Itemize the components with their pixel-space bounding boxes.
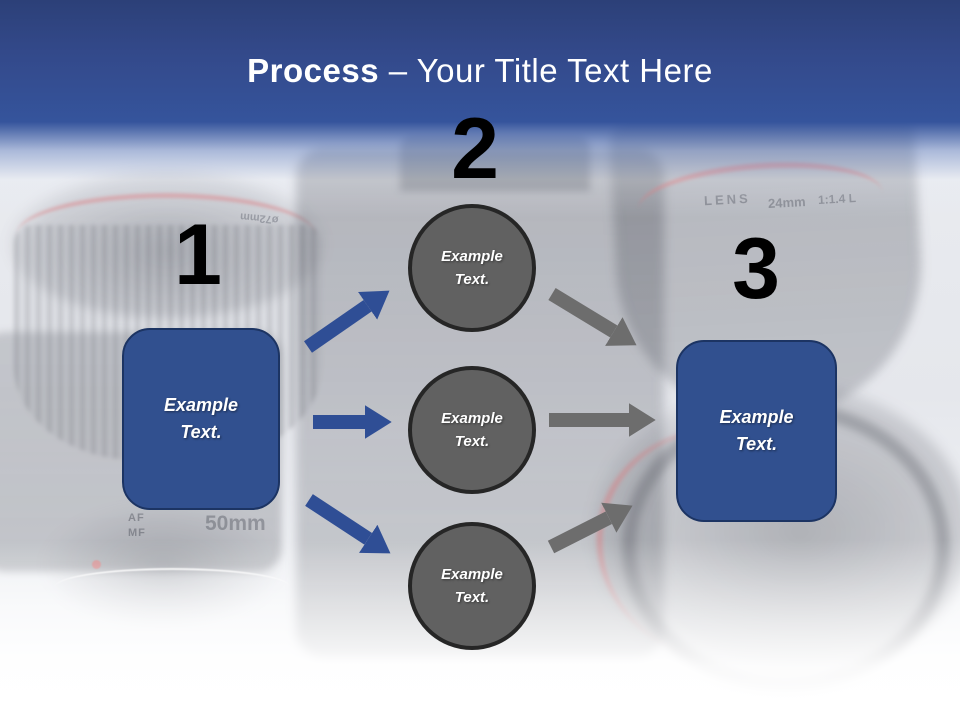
circle-bottom-text-line1: Example — [441, 566, 503, 583]
step-2-circle-middle[interactable]: Example Text. — [408, 366, 536, 494]
arrow-gray-bottom — [547, 502, 633, 554]
arrow-blue-top — [304, 290, 390, 353]
step-2-number[interactable]: 2 — [451, 101, 499, 197]
step-1-box-text-line2: Text. — [180, 422, 222, 442]
step-1-box[interactable]: Example Text. — [122, 328, 280, 510]
circle-bottom-text-line2: Text. — [454, 589, 490, 606]
step-1-box-text-line1: Example — [163, 395, 239, 415]
step-3-box[interactable]: Example Text. — [676, 340, 837, 522]
step-3-box-text-line2: Text. — [735, 434, 778, 454]
circle-middle-text-line1: Example — [441, 410, 503, 427]
step-2-circle-top[interactable]: Example Text. — [408, 204, 536, 332]
step-2-circle-bottom[interactable]: Example Text. — [408, 522, 536, 650]
circle-top-text-line1: Example — [441, 248, 503, 265]
step-1-number[interactable]: 1 — [174, 207, 222, 303]
arrow-gray-top — [548, 288, 637, 346]
circle-top-text-line2: Text. — [454, 271, 490, 288]
step-3-number[interactable]: 3 — [732, 221, 780, 317]
circle-middle-text-line2: Text. — [454, 433, 490, 450]
arrow-blue-bottom — [305, 494, 391, 554]
step-3-box-text-line1: Example — [719, 407, 794, 427]
